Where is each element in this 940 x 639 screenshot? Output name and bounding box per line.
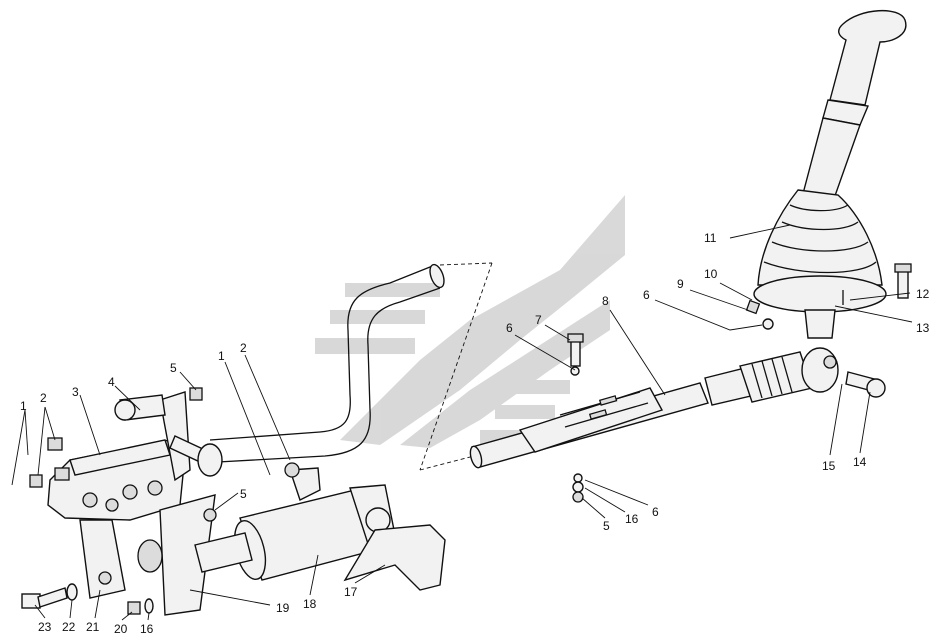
shift-rod-left (209, 263, 445, 463)
watermark-chevron (340, 195, 625, 445)
callout-6: 6 (652, 505, 659, 519)
callout-13: 13 (916, 321, 930, 335)
bottom-fasteners (21, 583, 154, 615)
callout-20: 20 (114, 622, 128, 636)
shift-cylinder (137, 462, 446, 616)
callout-23: 23 (38, 620, 52, 634)
callout-1: 1 (20, 399, 27, 413)
watermark-chevron (400, 300, 610, 448)
callout-labels: 1 2 3 4 5 1 2 5 6 7 8 6 9 10 11 12 13 14… (20, 231, 930, 636)
callout-21: 21 (86, 620, 100, 634)
gear-lever (799, 9, 907, 211)
callout-3: 3 (72, 385, 79, 399)
callout-14: 14 (853, 455, 867, 469)
callout-2: 2 (40, 391, 47, 405)
callout-15: 15 (822, 459, 836, 473)
callout-17: 17 (344, 585, 358, 599)
watermark-bar (315, 338, 415, 354)
callout-2: 2 (240, 341, 247, 355)
leader-lines (11, 224, 913, 621)
shift-rod-right (469, 367, 756, 469)
lever-boot (753, 189, 887, 339)
callout-6: 6 (506, 321, 513, 335)
callout-22: 22 (62, 620, 76, 634)
callout-5: 5 (603, 519, 610, 533)
callout-19: 19 (276, 601, 290, 615)
watermark-bar (330, 310, 425, 324)
watermark-bar (495, 405, 555, 419)
watermark-bar (345, 283, 440, 297)
callout-4: 4 (108, 375, 115, 389)
callout-10: 10 (704, 267, 718, 281)
callout-9: 9 (677, 277, 684, 291)
small-fasteners (567, 263, 912, 503)
callout-8: 8 (602, 294, 609, 308)
rod-bellows-joint (739, 347, 886, 403)
callout-5: 5 (240, 487, 247, 501)
callout-5: 5 (170, 361, 177, 375)
watermark-bar (510, 380, 570, 394)
callout-18: 18 (303, 597, 317, 611)
break-lines (419, 262, 493, 471)
selector-mechanism (29, 387, 223, 599)
callout-12: 12 (916, 287, 930, 301)
callout-16: 16 (625, 512, 639, 526)
callout-11: 11 (704, 231, 717, 245)
callout-7: 7 (535, 313, 542, 327)
callout-6: 6 (643, 288, 650, 302)
callout-1: 1 (218, 349, 225, 363)
callout-16: 16 (140, 622, 154, 636)
